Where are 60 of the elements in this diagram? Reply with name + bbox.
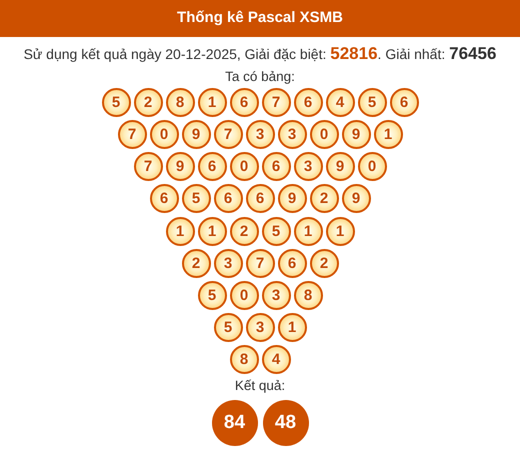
number-ball: 1 [294,216,322,246]
number-ball: 9 [182,120,210,148]
number-ball: 5 [198,280,226,310]
number-ball: 7 [246,248,274,278]
number-ball: 7 [118,120,146,148]
number-ball: 9 [278,184,306,212]
number-ball: 5 [102,88,130,116]
number-ball: 6 [230,88,258,116]
number-ball: 9 [326,152,354,180]
number-ball: 5 [182,184,210,212]
number-ball: 0 [230,152,258,180]
number-ball: 9 [166,152,194,180]
result-circle: 84 [212,400,258,446]
number-ball: 4 [262,344,290,374]
number-ball: 9 [342,184,370,212]
number-ball: 2 [310,184,338,212]
number-ball: 0 [310,120,338,148]
number-ball: 4 [326,88,354,116]
number-ball: 5 [358,88,386,116]
number-ball: 6 [390,88,418,116]
diagram-title: Thống kê Pascal XSMB [177,9,343,27]
number-ball: 5 [262,216,290,246]
number-ball: 6 [262,152,290,180]
number-ball: 0 [150,120,178,148]
result-summary-text: Sử dụng kết quả ngày 20-12-2025, Giải đặc biệt: 52816. Giải nhất: 76456 [24,45,496,63]
number-ball: 6 [214,184,242,212]
number-ball: 3 [294,152,322,180]
number-ball: 2 [230,216,258,246]
number-ball: 2 [182,248,210,278]
number-ball: 5 [214,312,242,342]
number-ball: 1 [198,88,226,116]
result-heading-text: Kết quả: [234,377,286,395]
number-ball: 9 [342,120,370,148]
number-ball: 1 [278,312,306,342]
number-ball: 3 [246,312,274,342]
number-ball: 7 [134,152,162,180]
number-ball: 1 [198,216,226,246]
table-intro-text: Ta có bảng: [225,68,295,86]
number-ball: 3 [278,120,306,148]
number-ball: 6 [294,88,322,116]
number-ball: 6 [150,184,178,212]
number-ball: 1 [326,216,354,246]
number-ball: 6 [198,152,226,180]
number-ball: 6 [246,184,274,212]
number-ball: 1 [166,216,194,246]
number-ball: 3 [262,280,290,310]
number-ball: 8 [294,280,322,310]
number-ball: 8 [166,88,194,116]
number-ball: 3 [246,120,274,148]
number-ball: 0 [230,280,258,310]
number-ball: 7 [262,88,290,116]
number-ball: 0 [358,152,386,180]
number-ball: 7 [214,120,242,148]
number-ball: 1 [374,120,402,148]
number-ball: 2 [310,248,338,278]
result-circle: 48 [262,400,308,446]
number-ball: 2 [134,88,162,116]
number-ball: 3 [214,248,242,278]
number-ball: 8 [230,344,258,374]
number-ball: 6 [278,248,306,278]
